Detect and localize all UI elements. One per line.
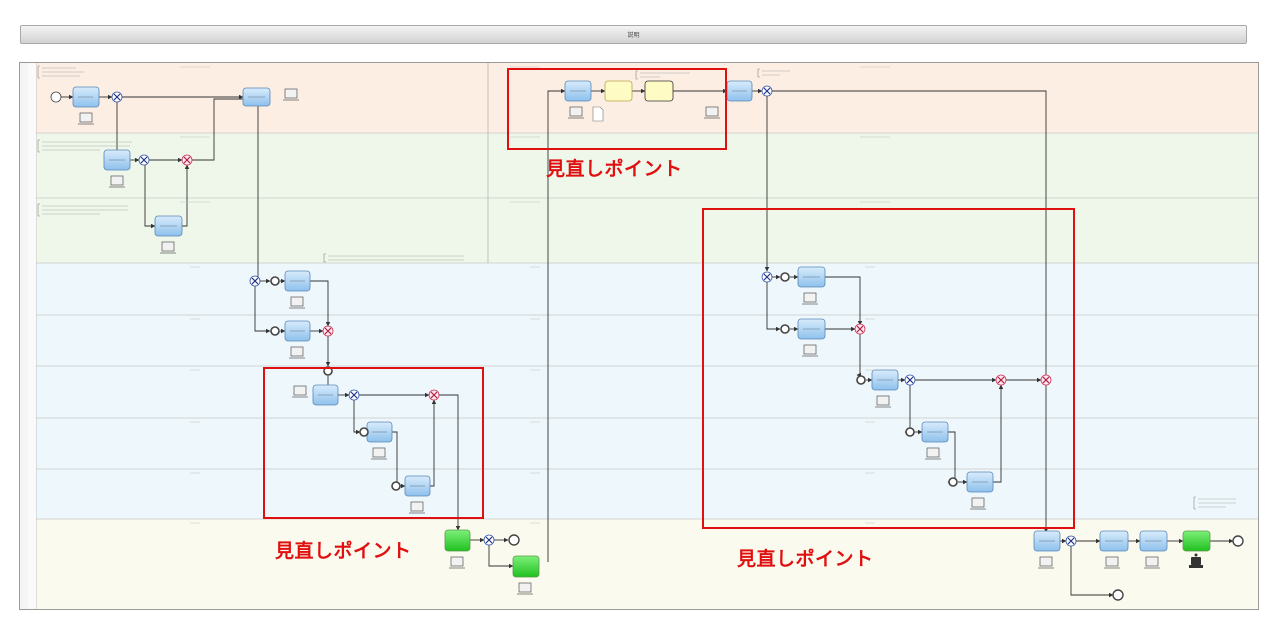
- note-task-box: [604, 80, 633, 102]
- computer-icon: [569, 106, 583, 117]
- computer-icon: [1105, 556, 1119, 567]
- intermediate-event: [905, 427, 915, 437]
- computer-icon: [410, 501, 424, 512]
- lane-header-columns: [20, 63, 37, 609]
- start-event: [50, 91, 62, 103]
- computer-icon: [450, 556, 464, 567]
- annotation-brackets: [37, 65, 1196, 510]
- end-event: [1112, 589, 1124, 601]
- computer-icon: [284, 88, 298, 99]
- intermediate-event: [948, 477, 958, 487]
- review-point-callout-bottom-right: 見直しポイント: [737, 548, 874, 570]
- computer-icon: [926, 447, 940, 458]
- end-event: [508, 534, 520, 546]
- tasks: [72, 80, 1211, 578]
- intermediate-event: [856, 375, 866, 385]
- computer-icon: [290, 346, 304, 357]
- document-icon: [592, 106, 604, 122]
- computer-icon: [161, 241, 175, 252]
- review-point-callout-top: 見直しポイント: [546, 158, 683, 180]
- computer-icon: [110, 175, 124, 186]
- intermediate-event: [780, 324, 790, 334]
- computer-icon-bases: [78, 99, 1160, 595]
- computer-icon: [803, 344, 817, 355]
- merge-gateways: [181, 154, 1052, 401]
- auto-task-box: [1182, 530, 1211, 552]
- computer-icon: [971, 497, 985, 508]
- auto-task-box: [512, 555, 540, 578]
- note-task-box: [644, 80, 674, 102]
- computer-icon: [518, 582, 532, 593]
- computer-icon: [372, 447, 386, 458]
- computer-icon: [803, 292, 817, 303]
- review-point-callout-bottom-left: 見直しポイント: [275, 540, 412, 562]
- computer-icon: [290, 296, 304, 307]
- computer-icon: [79, 112, 93, 123]
- lane-label-lines: [180, 66, 890, 524]
- computer-icon: [293, 385, 307, 396]
- computer-icon: [1039, 556, 1053, 567]
- intermediate-event: [391, 481, 401, 491]
- review-highlight-box-top: [507, 68, 727, 150]
- title-bar-label: 説明: [627, 32, 640, 39]
- auto-task-box: [444, 529, 471, 552]
- end-event: [1232, 535, 1244, 547]
- robot-icon: [1189, 553, 1203, 568]
- diagram-title-bar: 説明: [20, 25, 1247, 44]
- computer-icon: [1145, 556, 1159, 567]
- review-highlight-box-right: [702, 208, 1075, 529]
- exclusive-gateways: [111, 85, 1077, 547]
- annotation-text-lines: [42, 67, 1236, 508]
- intermediate-event: [780, 272, 790, 282]
- review-highlight-box-bottom-left: [263, 367, 484, 519]
- computer-icons: [79, 88, 1159, 593]
- intermediate-event: [270, 326, 280, 336]
- computer-icon: [876, 395, 890, 406]
- computer-icon: [705, 106, 719, 117]
- intermediate-event: [270, 276, 280, 286]
- intermediate-event: [359, 427, 369, 437]
- lane-separators: [20, 132, 1258, 520]
